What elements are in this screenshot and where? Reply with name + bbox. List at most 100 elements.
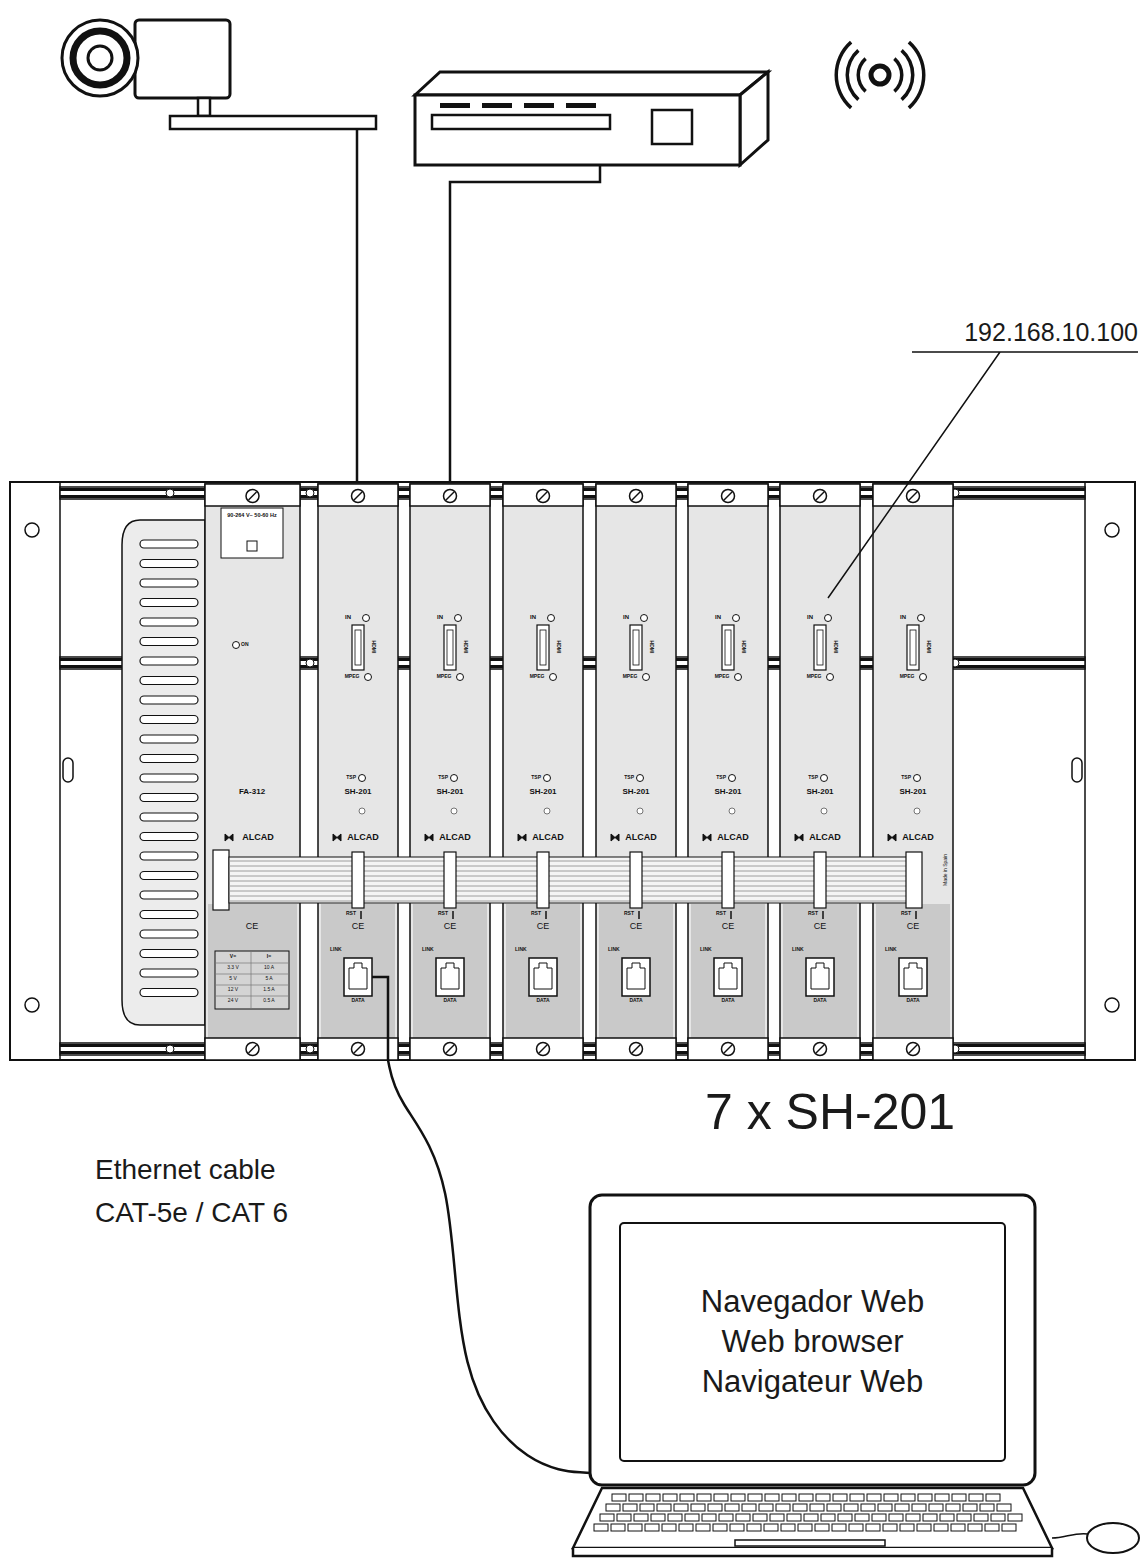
- hdmi-port: [355, 630, 361, 665]
- led: [821, 775, 828, 782]
- ribbon-connector: [906, 852, 922, 908]
- key: [838, 1514, 852, 1521]
- hdmi-port: [814, 625, 826, 670]
- table-line: [215, 963, 289, 964]
- key: [980, 1504, 994, 1511]
- module-plate: [503, 484, 583, 506]
- screw: [354, 1045, 362, 1053]
- key: [946, 1504, 960, 1511]
- led-label: MPEG: [437, 674, 452, 680]
- mouse-cord: [1052, 1534, 1088, 1538]
- module-plate: [410, 1038, 490, 1060]
- key: [640, 1504, 654, 1511]
- table-line: [215, 996, 289, 997]
- brand-name: ALCAD: [809, 832, 841, 842]
- screw: [352, 1043, 365, 1056]
- key: [889, 1514, 903, 1521]
- vent-panel: [122, 520, 205, 1025]
- button-label: RST: [624, 911, 634, 917]
- rack-hole: [25, 998, 39, 1012]
- power-rating: 90-264 V~ 50-60 Hz: [224, 512, 280, 518]
- key: [866, 1524, 880, 1531]
- led-label: ON: [241, 642, 249, 648]
- key: [697, 1494, 711, 1501]
- key: [685, 1514, 699, 1521]
- key: [901, 1494, 915, 1501]
- key: [680, 1494, 694, 1501]
- key: [968, 1524, 982, 1531]
- rail-hole: [166, 489, 174, 497]
- led: [637, 808, 643, 814]
- vent-slot: [140, 891, 198, 899]
- key: [606, 1504, 620, 1511]
- key: [872, 1514, 886, 1521]
- ribbon-connector: [352, 852, 364, 908]
- rj45-port: [344, 958, 372, 996]
- brand-logo: [225, 834, 233, 841]
- signal-arc: [846, 49, 860, 101]
- screw: [537, 490, 550, 503]
- led: [914, 808, 920, 814]
- screw: [446, 492, 454, 500]
- led-label: TSP: [901, 775, 911, 781]
- encoder-module: INHDMIMPEGTSPSH-201ALCADRSTCELINKDATA: [318, 484, 398, 1060]
- vent-slot: [140, 677, 198, 685]
- port-label: HDMI: [555, 641, 561, 654]
- player-top: [415, 72, 768, 95]
- rack-frame: [10, 482, 1135, 1060]
- model-name: SH-201: [529, 787, 556, 796]
- vent-slot: [140, 696, 198, 704]
- screw: [249, 1045, 257, 1053]
- key: [736, 1514, 750, 1521]
- key: [952, 1494, 966, 1501]
- model-name: SH-201: [344, 787, 371, 796]
- screw: [630, 1043, 643, 1056]
- vent-slot: [140, 735, 198, 743]
- key: [815, 1524, 829, 1531]
- key: [781, 1524, 795, 1531]
- rj45-port: [436, 958, 464, 996]
- screw: [446, 1045, 454, 1053]
- brand-logo: [703, 834, 711, 841]
- led: [920, 674, 927, 681]
- button-label: RST: [531, 911, 541, 917]
- brand-logo: [518, 834, 526, 841]
- screw: [354, 492, 362, 500]
- module-plate: [873, 484, 953, 506]
- screw: [537, 1043, 550, 1056]
- key: [617, 1514, 631, 1521]
- key: [674, 1504, 688, 1511]
- key: [861, 1504, 875, 1511]
- signal-arc: [908, 41, 926, 109]
- camera-body: [135, 20, 230, 98]
- rail-hole: [306, 489, 314, 497]
- module-plate: [688, 1038, 768, 1060]
- ethernet-cable: [388, 1060, 590, 1473]
- led: [363, 615, 370, 622]
- hdmi-port: [907, 625, 919, 670]
- key: [770, 1514, 784, 1521]
- led-label: MPEG: [807, 674, 822, 680]
- disc-icon: [871, 66, 889, 84]
- table-cell: I=: [267, 954, 271, 960]
- module-plate: [321, 904, 395, 1044]
- key: [1008, 1514, 1022, 1521]
- led: [365, 674, 372, 681]
- led: [548, 615, 555, 622]
- led-label: LINK: [608, 947, 620, 953]
- hdmi-port: [537, 625, 549, 670]
- screw: [246, 1043, 259, 1056]
- led-label: MPEG: [623, 674, 638, 680]
- rj45-port: [441, 963, 459, 989]
- table-cell: 5 A: [265, 976, 272, 982]
- ribbon-connector: [722, 852, 734, 908]
- led: [550, 674, 557, 681]
- led-label: MPEG: [900, 674, 915, 680]
- screw: [724, 1045, 732, 1053]
- key: [918, 1494, 932, 1501]
- led-label: MPEG: [530, 674, 545, 680]
- screw: [909, 1045, 917, 1053]
- key: [776, 1504, 790, 1511]
- port-label: DATA: [443, 998, 456, 1004]
